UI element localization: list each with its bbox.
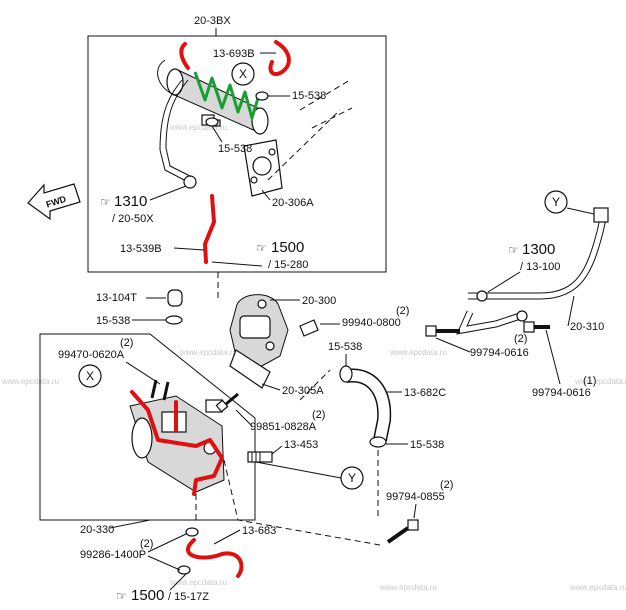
watermarks: www.epcdata.ru www.epcdata.ru www.epcdat… <box>1 123 626 592</box>
label-15-538-mid: 15-538 <box>218 143 252 155</box>
top-inset-frame <box>87 35 387 273</box>
bolt-icon <box>215 392 239 413</box>
label-13-539b: 13-539B <box>120 243 162 255</box>
label-99286-qty: (2) <box>140 538 153 550</box>
highlight-green-zigzag <box>193 71 260 120</box>
lower-inset-frame <box>39 333 256 521</box>
label-99470-qty: (2) <box>120 337 133 349</box>
clamp-icon <box>185 527 199 537</box>
watermark: www.epcdata.ru <box>574 377 626 386</box>
watermark: www.epcdata.ru <box>169 123 227 132</box>
ref-icon: ☞ <box>100 195 111 209</box>
label-13-453: 13-453 <box>284 439 318 451</box>
label-15-17z: / 15-17Z <box>168 591 209 603</box>
label-15-538-top: 15-538 <box>292 90 326 102</box>
callout-x-lower <box>78 364 102 388</box>
label-99851-0828a: 99851-0828A <box>250 421 317 433</box>
label-13-682c: 13-682C <box>404 387 446 399</box>
label-99851-qty: (2) <box>312 409 325 421</box>
highlight-red-hose-top <box>179 42 190 70</box>
callout-x-lower-label: X <box>86 369 94 383</box>
clamp-icon <box>255 91 269 101</box>
label-13-100: / 13-100 <box>520 261 560 273</box>
label-15-538-left: 15-538 <box>96 315 130 327</box>
label-20-330: 20-330 <box>80 524 114 536</box>
pipe-20-310 <box>456 207 609 335</box>
label-1300: 1300 <box>522 241 555 258</box>
label-99940-0800: 99940-0800 <box>342 317 401 329</box>
bolt-icon <box>425 325 460 337</box>
label-99470-0620a: 99470-0620A <box>58 349 125 361</box>
gasket-20-306a <box>243 139 283 197</box>
label-13-104t: 13-104T <box>96 292 137 304</box>
label-20-306a: 20-306A <box>272 197 314 209</box>
ref-icon: ☞ <box>256 241 267 255</box>
highlight-red-13-539b <box>203 194 216 264</box>
callout-x-top-label: X <box>239 67 247 81</box>
clamp-icon <box>165 315 183 325</box>
label-15-538-lower: 15-538 <box>410 439 444 451</box>
label-15-280: / 15-280 <box>268 259 308 271</box>
watermark: www.epcdata.ru <box>389 348 447 357</box>
label-99794-0855: 99794-0855 <box>386 491 445 503</box>
callout-x-top <box>231 62 255 86</box>
label-13-693b: 13-693B <box>213 48 255 60</box>
watermark: www.epcdata.ru <box>179 348 237 357</box>
label-99794-0855-qty: (2) <box>440 479 453 491</box>
label-99794-0616-qty: (2) <box>514 333 527 345</box>
watermark: www.epcdata.ru <box>569 583 626 592</box>
label-1500-bottom: 1500 <box>131 587 164 604</box>
label-99794-0616b-qty: (1) <box>583 375 596 387</box>
label-20-3bx: 20-3BX <box>194 15 231 27</box>
egr-cooler <box>157 59 269 189</box>
highlight-red-lower-pipe <box>130 390 224 496</box>
label-99794-0616b: 99794-0616 <box>532 387 591 399</box>
ref-icon: ☞ <box>116 589 127 603</box>
ref-icon: ☞ <box>508 243 519 257</box>
clamp-icon <box>205 117 219 127</box>
fitting-13-453 <box>247 451 273 463</box>
clamp-icon <box>339 365 353 383</box>
callout-y-lower-label: Y <box>348 471 356 485</box>
clamp-icon <box>369 436 387 448</box>
watermark: www.epcdata.ru <box>1 377 59 386</box>
watermark: www.epcdata.ru <box>169 578 227 587</box>
highlight-red-13-683 <box>186 538 244 578</box>
highlight-red-13-693b <box>268 40 291 77</box>
bolt-icon <box>386 519 419 544</box>
bolt-icon <box>523 321 550 333</box>
callout-y-top-label: Y <box>552 195 560 209</box>
fwd-arrow-icon: FWD <box>27 183 81 221</box>
label-20-305a: 20-305A <box>282 385 324 397</box>
label-99940-qty: (2) <box>396 305 409 317</box>
label-99286-1400p: 99286-1400P <box>80 549 146 561</box>
clamp-icon <box>177 565 191 575</box>
watermark: www.epcdata.ru <box>379 583 437 592</box>
label-20-50x: / 20-50X <box>112 213 154 225</box>
label-1500-top: 1500 <box>271 239 304 256</box>
nut-icon <box>299 319 319 337</box>
label-13-683: 13-683 <box>242 525 276 537</box>
label-20-310: 20-310 <box>570 321 604 333</box>
callout-y-top <box>544 190 568 214</box>
label-1310: 1310 <box>114 193 147 210</box>
label-15-538-right: 15-538 <box>328 341 362 353</box>
label-20-300: 20-300 <box>302 295 336 307</box>
egr-valve-20-300 <box>229 294 289 389</box>
cap-13-104t <box>167 289 183 307</box>
label-99794-0616: 99794-0616 <box>470 347 529 359</box>
